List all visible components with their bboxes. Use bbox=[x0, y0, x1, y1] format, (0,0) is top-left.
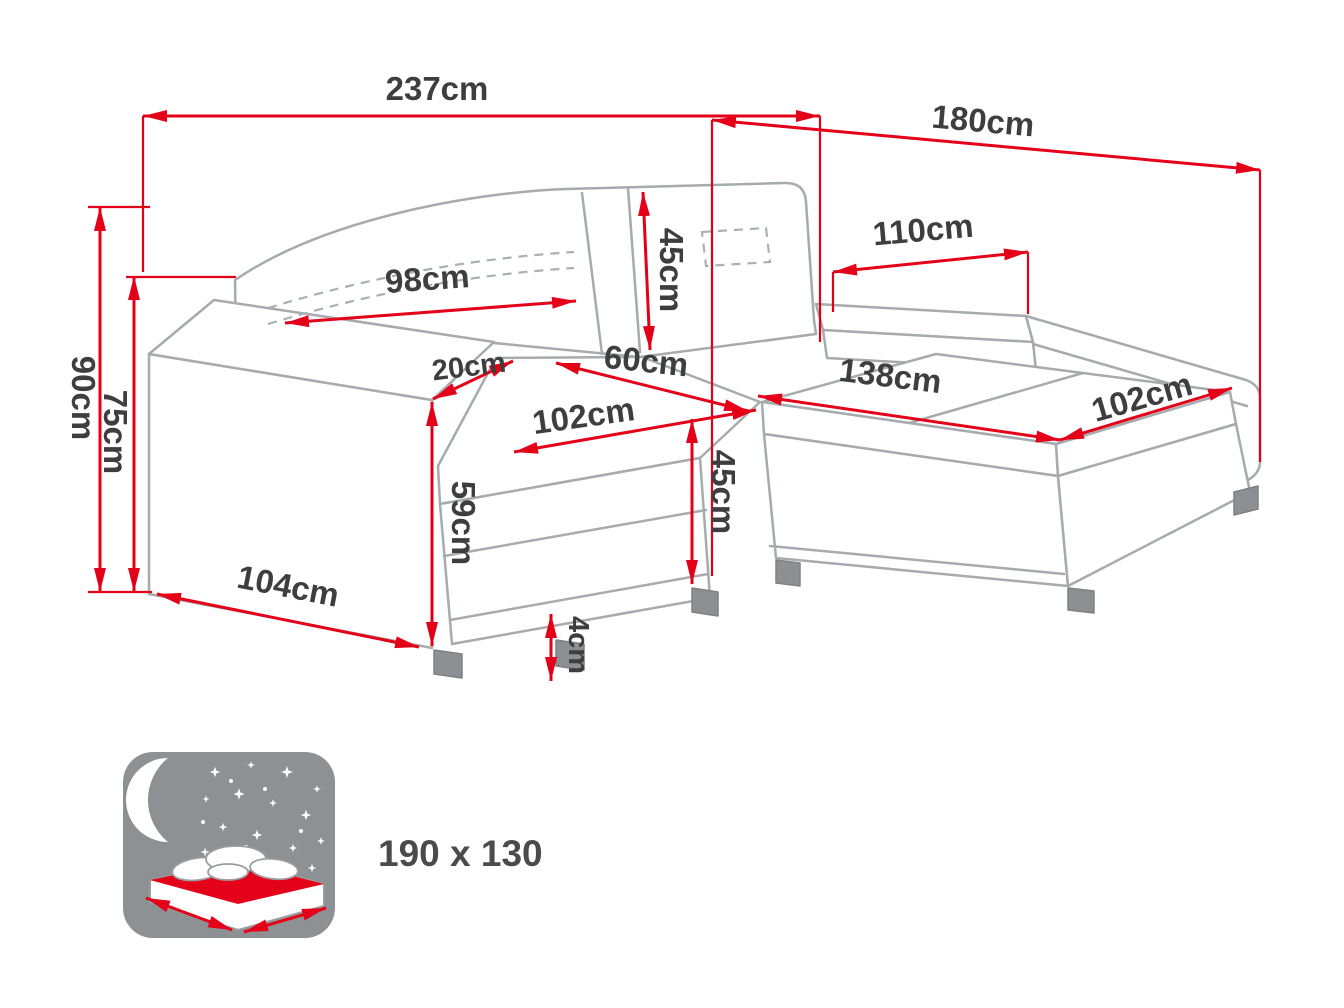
back-cushion-piping-dashed bbox=[267, 266, 575, 326]
dim-chaise-armrest-length bbox=[831, 248, 1030, 314]
label-back-cushion-width: 98cm bbox=[384, 257, 471, 300]
dimension-line bbox=[432, 359, 514, 401]
fold-out-bed-icon bbox=[145, 845, 327, 934]
sofa-leg bbox=[433, 649, 463, 679]
main-seat-seam-upper bbox=[442, 508, 708, 558]
dimension-line bbox=[1059, 386, 1233, 442]
dim-height-backrest bbox=[126, 275, 236, 592]
label-back-cushion-height: 45cm bbox=[653, 228, 690, 312]
back-cushion-piping-dashed bbox=[267, 250, 575, 310]
label-seat-depth: 60cm bbox=[602, 338, 690, 384]
bed-size-label: 190 x 130 bbox=[378, 833, 543, 874]
dim-height-total bbox=[88, 205, 152, 594]
left-armrest-top bbox=[147, 298, 496, 402]
dimension-line bbox=[555, 361, 749, 413]
arrow-width bbox=[243, 906, 327, 934]
sofa-leg bbox=[691, 587, 719, 617]
label-seat-height: 45cm bbox=[705, 450, 742, 534]
dim-back-cushion-width bbox=[284, 296, 577, 328]
backrest-cushion-seam bbox=[580, 191, 604, 356]
sofa-leg bbox=[775, 559, 801, 587]
dimension-line bbox=[638, 191, 655, 351]
dim-chaise-length bbox=[757, 393, 1061, 443]
label-chaise-armrest-length: 110cm bbox=[871, 207, 975, 253]
dim-armrest-width bbox=[432, 359, 514, 401]
dim-chaise-width bbox=[1059, 386, 1233, 442]
dim-seat-width bbox=[513, 408, 757, 454]
dimension-lines bbox=[88, 110, 1262, 681]
label-width-total: 237cm bbox=[386, 70, 489, 107]
moon-icon bbox=[126, 758, 168, 842]
label-height-total: 90cm bbox=[65, 356, 102, 440]
dim-seat-depth bbox=[555, 361, 749, 413]
dimension-line bbox=[284, 296, 577, 328]
dimension-line bbox=[711, 116, 1261, 174]
label-depth-total: 180cm bbox=[930, 98, 1036, 144]
main-seat-seam-lower bbox=[448, 572, 710, 622]
dim-back-cushion-height bbox=[638, 191, 655, 351]
duvet bbox=[171, 845, 299, 882]
label-armrest-height: 59cm bbox=[445, 481, 482, 565]
arrow-length bbox=[145, 896, 233, 932]
hidden-cushion-corner-dashed bbox=[700, 226, 772, 268]
label-leg-height: 4cm bbox=[562, 616, 594, 674]
dimension-line bbox=[832, 248, 1029, 276]
dim-depth-total bbox=[710, 116, 1262, 576]
hidden-edges-dashed bbox=[267, 226, 772, 326]
bed-size-arrows bbox=[145, 896, 327, 934]
sleeping-function-icon bbox=[123, 752, 335, 938]
sofa-legs bbox=[433, 485, 1259, 679]
sofa-leg bbox=[1233, 485, 1259, 516]
dim-side-depth bbox=[156, 592, 420, 649]
sofa-leg bbox=[1067, 587, 1095, 614]
label-height-backrest: 75cm bbox=[97, 390, 134, 474]
dimension-line bbox=[757, 393, 1061, 443]
chaise-base-seam bbox=[768, 544, 1066, 576]
backrest-cushion-edge bbox=[626, 186, 642, 354]
dimension-line bbox=[513, 408, 757, 454]
dimension-line bbox=[156, 592, 420, 649]
